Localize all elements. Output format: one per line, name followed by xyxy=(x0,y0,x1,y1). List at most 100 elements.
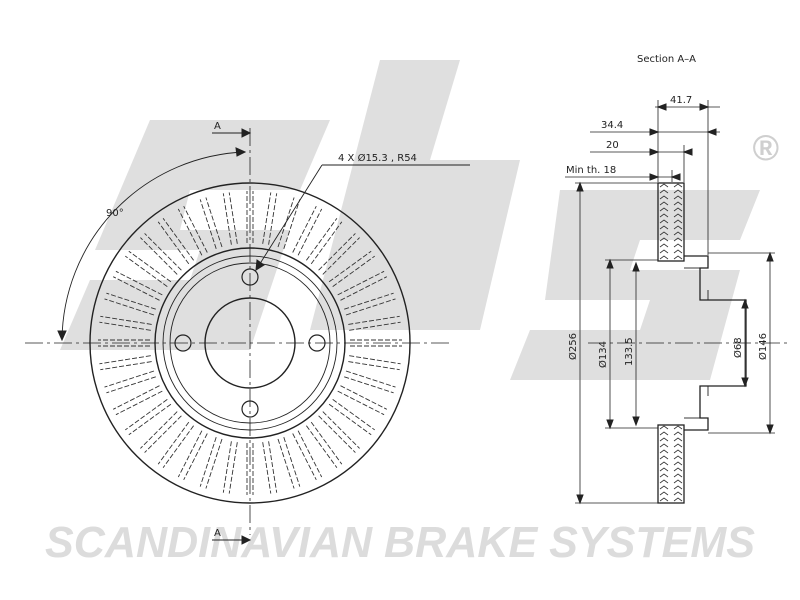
hatch-stroke xyxy=(659,231,669,236)
sbs-watermark-logo xyxy=(60,60,760,380)
vane-slot xyxy=(348,355,401,371)
hatch-stroke xyxy=(659,455,669,460)
bolt-leader-arrow xyxy=(255,259,265,271)
hatch-stroke xyxy=(659,183,669,188)
hatch-stroke xyxy=(659,491,669,496)
vane-slot xyxy=(112,385,163,416)
watermark-b xyxy=(310,60,520,330)
vane-slot xyxy=(199,197,223,249)
vane-slot xyxy=(246,443,254,495)
angle-label: 90° xyxy=(106,208,124,219)
dim-1335-label: 133.5 xyxy=(624,337,635,366)
vane-slot xyxy=(246,191,254,243)
section-hatching xyxy=(659,183,683,502)
front-view xyxy=(25,128,470,545)
dim-20-arrow-b xyxy=(682,148,693,156)
vane-slot xyxy=(337,385,388,416)
dim-344-arrow-b xyxy=(706,128,717,136)
vane-slot xyxy=(157,421,194,468)
hatch-stroke xyxy=(673,219,683,224)
vane-slot xyxy=(98,339,150,347)
hatch-stroke xyxy=(659,213,669,218)
hatch-stroke xyxy=(673,237,683,242)
hatch-stroke xyxy=(659,479,669,484)
section-mark-bottom-label: A xyxy=(214,528,221,539)
hatch-stroke xyxy=(659,473,669,478)
vane-slot xyxy=(337,270,388,301)
dim-1335-arrow-top xyxy=(632,261,640,272)
hatch-stroke xyxy=(659,437,669,442)
section-title: Section A–A xyxy=(637,54,696,65)
company-watermark: SCANDINAVIAN BRAKE SYSTEMS xyxy=(45,518,755,567)
bolt-leader-line xyxy=(255,164,323,271)
dim-68-arrow-top xyxy=(741,298,749,309)
dim-256-arrow-bottom xyxy=(576,494,584,505)
hatch-stroke xyxy=(673,473,683,478)
vane-slot xyxy=(177,205,208,256)
angle-arc xyxy=(61,151,246,341)
vane-slot xyxy=(140,411,182,453)
vane-slot xyxy=(222,441,238,494)
hatch-stroke xyxy=(659,219,669,224)
vane-slot xyxy=(292,205,323,256)
hat-profile xyxy=(684,255,747,431)
section-view xyxy=(565,100,790,505)
hatch-stroke xyxy=(659,485,669,490)
friction-ring-lower xyxy=(657,424,685,504)
vane-slot xyxy=(328,399,375,436)
hatch-stroke xyxy=(659,467,669,472)
vane-slot xyxy=(306,218,343,265)
hatch-stroke xyxy=(659,189,669,194)
watermark-s-left xyxy=(60,120,330,350)
bolt-hole-top xyxy=(241,268,259,286)
vane-slot xyxy=(157,218,194,265)
vane-slot xyxy=(306,421,343,468)
hatch-stroke xyxy=(673,249,683,254)
hatch-stroke xyxy=(659,497,669,502)
hatch-stroke xyxy=(673,255,683,260)
vane-slot xyxy=(318,233,360,275)
section-arrow-bottom xyxy=(241,535,252,545)
vane-slot xyxy=(292,430,323,481)
vane-slot xyxy=(344,370,396,394)
angle-arrow-top xyxy=(235,147,247,157)
vane-slot xyxy=(318,411,360,453)
dim-134-label: Ø134 xyxy=(597,341,609,368)
dim-1335-arrow-bottom xyxy=(632,416,640,427)
hatch-stroke xyxy=(659,249,669,254)
hatch-stroke xyxy=(673,497,683,502)
dim-68-label: Ø68 xyxy=(732,337,744,358)
bolt-hole-right xyxy=(308,334,326,352)
hatch-stroke xyxy=(673,449,683,454)
dim-134-arrow-bottom xyxy=(606,419,614,430)
section-arrow-top xyxy=(241,128,252,138)
friction-ring-upper xyxy=(657,182,685,262)
dim-344-label: 34.4 xyxy=(601,120,623,131)
hatch-stroke xyxy=(659,225,669,230)
vane-slot xyxy=(125,250,172,287)
hatch-stroke xyxy=(673,183,683,188)
vane-slot xyxy=(350,339,402,347)
hub-chamfer-ring xyxy=(169,262,331,424)
registered-mark: ® xyxy=(752,127,779,168)
dim-146-arrow-bottom xyxy=(766,424,774,435)
hatch-stroke xyxy=(673,467,683,472)
dim-20-arrow-a xyxy=(649,148,660,156)
vane-slot xyxy=(199,437,223,489)
vane-slot xyxy=(328,250,375,287)
hatch-stroke xyxy=(673,195,683,200)
hatch-stroke xyxy=(659,431,669,436)
vane-slot xyxy=(177,430,208,481)
hatch-stroke xyxy=(673,491,683,496)
dim-min-arrow-b xyxy=(670,173,681,181)
vane-slot xyxy=(99,315,152,331)
watermark-s-right xyxy=(510,190,760,380)
vane-slot xyxy=(277,437,301,489)
vane-slot xyxy=(104,370,156,394)
hub-outer-ring xyxy=(154,247,346,439)
hatch-stroke xyxy=(673,461,683,466)
vane-slot xyxy=(112,270,163,301)
hatch-stroke xyxy=(659,425,669,430)
hatch-stroke xyxy=(659,201,669,206)
vane-slot xyxy=(140,233,182,275)
